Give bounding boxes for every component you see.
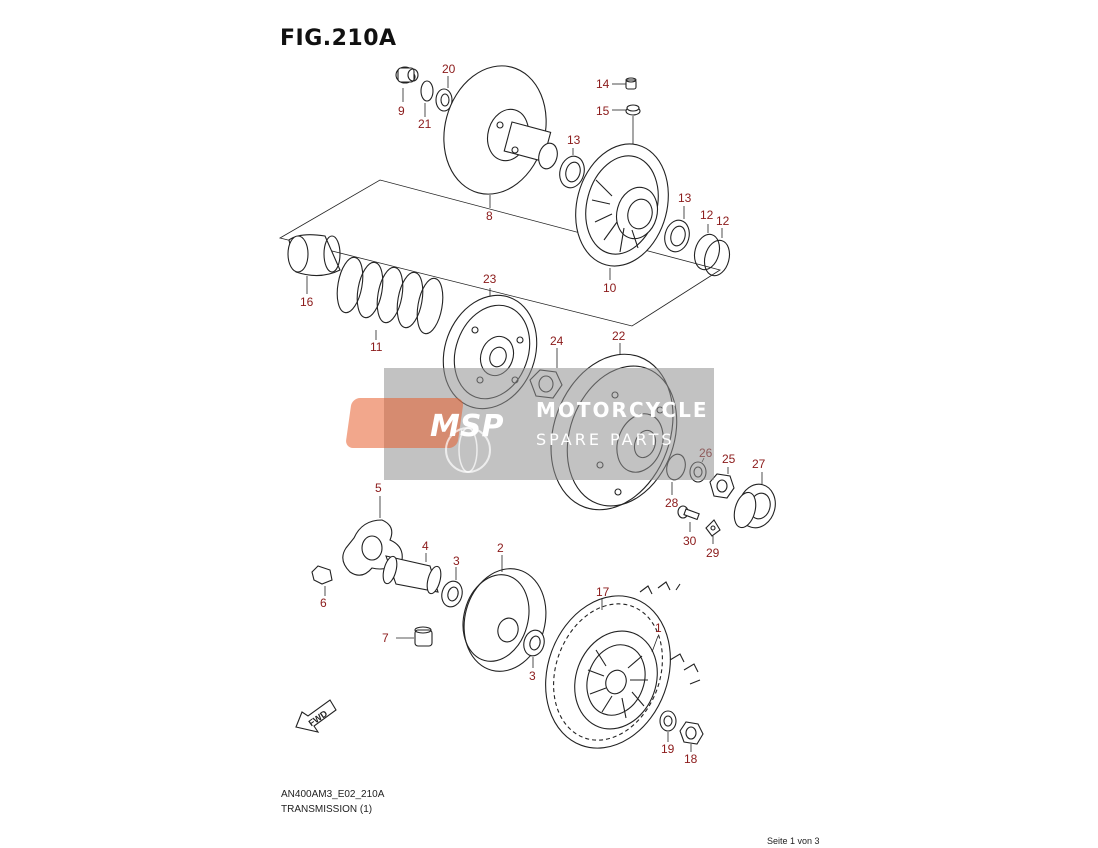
- nut-18[interactable]: [679, 721, 704, 752]
- label-part-3-lower[interactable]: 3: [529, 669, 536, 683]
- label-part-18[interactable]: 18: [684, 752, 698, 766]
- label-part-1[interactable]: 1: [655, 621, 662, 635]
- label-part-8[interactable]: 8: [486, 209, 493, 223]
- slider-6[interactable]: [311, 565, 333, 596]
- label-part-15[interactable]: 15: [596, 104, 610, 118]
- spring-seat-16[interactable]: [287, 234, 341, 294]
- label-part-9[interactable]: 9: [398, 104, 405, 118]
- fwd-direction-arrow: FWD: [295, 699, 337, 733]
- sleeve-4[interactable]: [381, 553, 444, 595]
- oil-seal-20[interactable]: [435, 76, 453, 112]
- assembly-outline: [278, 179, 721, 327]
- circlip-21[interactable]: [420, 80, 434, 117]
- label-part-10[interactable]: 10: [603, 281, 617, 295]
- label-part-5[interactable]: 5: [375, 481, 382, 495]
- collar-7[interactable]: [396, 626, 433, 647]
- driven-face-8[interactable]: [430, 54, 560, 208]
- label-part-27[interactable]: 27: [752, 457, 766, 471]
- pin-14[interactable]: [612, 77, 637, 90]
- bearing-27[interactable]: [731, 472, 780, 532]
- label-part-29[interactable]: 29: [706, 546, 720, 560]
- label-part-14[interactable]: 14: [596, 77, 610, 91]
- label-part-4[interactable]: 4: [422, 539, 429, 553]
- washer-19[interactable]: [659, 710, 677, 742]
- document-subtitle: TRANSMISSION (1): [281, 804, 373, 815]
- label-part-20[interactable]: 20: [442, 62, 456, 76]
- oil-seal-13-lower[interactable]: [661, 206, 692, 255]
- bearing-3-lower[interactable]: [521, 628, 547, 668]
- bearing-3-upper[interactable]: [439, 567, 465, 609]
- figure-title: FIG.210A: [280, 26, 397, 51]
- label-part-12a[interactable]: 12: [700, 208, 714, 222]
- label-part-3-upper[interactable]: 3: [453, 554, 460, 568]
- label-part-22[interactable]: 22: [612, 329, 626, 343]
- bolt-30[interactable]: [677, 505, 700, 532]
- label-part-16[interactable]: 16: [300, 295, 314, 309]
- oil-seal-13-upper[interactable]: [556, 148, 587, 191]
- lock-washer-29[interactable]: [705, 519, 721, 544]
- watermark-logo-text: MSP: [430, 409, 503, 444]
- label-part-13-lower[interactable]: 13: [678, 191, 692, 205]
- label-part-28[interactable]: 28: [665, 496, 679, 510]
- label-part-13-upper[interactable]: 13: [567, 133, 581, 147]
- nut-25[interactable]: [709, 467, 735, 499]
- label-part-7[interactable]: 7: [382, 631, 389, 645]
- label-part-19[interactable]: 19: [661, 742, 675, 756]
- movable-drive-face-2[interactable]: [453, 555, 557, 681]
- label-part-12b[interactable]: 12: [716, 214, 730, 228]
- label-part-25[interactable]: 25: [722, 452, 736, 466]
- label-part-11[interactable]: 11: [370, 340, 383, 354]
- watermark-line2: SPARE PARTS: [536, 430, 675, 449]
- label-part-17[interactable]: 17: [596, 585, 610, 599]
- page-indicator: Seite 1 von 3: [767, 836, 820, 846]
- needle-bearing-9[interactable]: [395, 66, 419, 102]
- label-part-6[interactable]: 6: [320, 596, 327, 610]
- label-part-23[interactable]: 23: [483, 272, 497, 286]
- watermark: MSP MOTORCYCLE SPARE PARTS: [346, 368, 714, 480]
- fixed-drive-face-1[interactable]: [561, 619, 701, 740]
- label-part-2[interactable]: 2: [497, 541, 504, 555]
- sliding-driven-face-10[interactable]: [562, 133, 681, 280]
- document-code: AN400AM3_E02_210A: [281, 789, 385, 800]
- o-ring-12[interactable]: [691, 224, 733, 278]
- label-part-30[interactable]: 30: [683, 534, 697, 548]
- watermark-line1: MOTORCYCLE: [536, 398, 708, 422]
- label-part-24[interactable]: 24: [550, 334, 564, 348]
- compression-spring-11[interactable]: [333, 255, 446, 340]
- label-part-21[interactable]: 21: [418, 117, 432, 131]
